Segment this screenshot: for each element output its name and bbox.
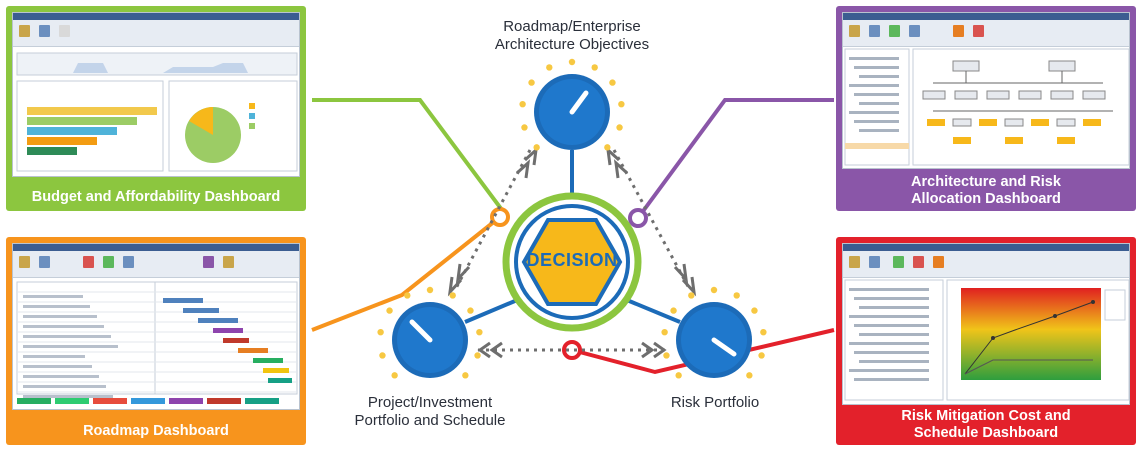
spoke-left bbox=[464, 296, 523, 324]
knob-tick-dot bbox=[688, 292, 695, 299]
knob-tick-dot bbox=[661, 328, 668, 336]
architecture-dashboard-panel[interactable]: Architecture and Risk Allocation Dashboa… bbox=[836, 6, 1136, 211]
budget-dashboard-screenshot bbox=[12, 12, 300, 177]
decision-label: DECISION bbox=[526, 250, 618, 270]
knob-tick-dot bbox=[528, 79, 535, 86]
knob-left bbox=[392, 302, 468, 378]
knob-tick-dot bbox=[746, 372, 753, 379]
knob-tick-dot bbox=[591, 64, 598, 71]
connector-dot-risk bbox=[562, 340, 582, 360]
connector-architecture bbox=[636, 98, 834, 220]
knob-tick-dot bbox=[604, 144, 611, 151]
knob-tick-dot bbox=[379, 352, 386, 359]
risk-dashboard-screenshot bbox=[842, 243, 1130, 405]
knob-tick-dot bbox=[568, 58, 576, 66]
connector-dot-roadmap bbox=[490, 207, 510, 227]
knob-tick-dot bbox=[391, 372, 398, 379]
knob-tick-dot bbox=[476, 328, 483, 336]
connector-roadmap bbox=[311, 215, 502, 332]
knob-tick-dot bbox=[386, 307, 393, 314]
knob-tick-dot bbox=[675, 372, 682, 379]
knob-tick-dot bbox=[609, 79, 616, 86]
knob-tick-dot bbox=[758, 352, 765, 359]
knob-tick-dot bbox=[449, 292, 456, 299]
knob-tick-dot bbox=[618, 100, 625, 108]
roadmap-dashboard-screenshot bbox=[12, 243, 300, 410]
risk-dashboard-panel[interactable]: Risk Mitigation Cost and Schedule Dashbo… bbox=[836, 237, 1136, 445]
knob-top bbox=[534, 74, 610, 150]
knob-tick-dot bbox=[377, 328, 384, 336]
knob-tick-dot bbox=[733, 292, 740, 299]
knob-tick-dot bbox=[474, 352, 481, 359]
knob-tick-dot bbox=[751, 307, 758, 314]
budget-dashboard-panel[interactable]: Budget and Affordability Dashboard bbox=[6, 6, 306, 211]
knob-tick-dot bbox=[467, 307, 474, 314]
connector-dot-architecture bbox=[628, 208, 648, 228]
knob-tick-dot bbox=[404, 292, 411, 299]
roadmap-dashboard-caption: Roadmap Dashboard bbox=[83, 423, 229, 439]
knob-tick-dot bbox=[663, 352, 670, 359]
architecture-dashboard-screenshot bbox=[842, 12, 1130, 169]
knob-tick-dots bbox=[377, 58, 767, 379]
knob-tick-dot bbox=[760, 328, 767, 336]
knob-tick-dot bbox=[462, 372, 469, 379]
connector-risk bbox=[571, 328, 835, 375]
risk-dashboard-caption: Risk Mitigation Cost and Schedule Dashbo… bbox=[901, 408, 1071, 441]
knob-tick-dot bbox=[616, 124, 623, 131]
right-node-label: Risk Portfolio bbox=[670, 394, 760, 411]
spoke-right bbox=[621, 296, 681, 324]
connector-budget bbox=[312, 98, 510, 220]
knob-tick-dot bbox=[670, 307, 677, 314]
left-node-label: Project/Investment Portfolio and Schedul… bbox=[354, 394, 506, 429]
knob-tick-dot bbox=[521, 124, 528, 131]
arrow-bottom bbox=[477, 341, 667, 359]
knob-right bbox=[676, 302, 752, 378]
architecture-dashboard-caption: Architecture and Risk Allocation Dashboa… bbox=[911, 174, 1061, 207]
roadmap-dashboard-panel[interactable]: Roadmap Dashboard bbox=[6, 237, 306, 445]
knob-tick-dot bbox=[426, 286, 434, 294]
knob-tick-dot bbox=[710, 286, 718, 294]
knob-tick-dot bbox=[519, 100, 526, 108]
knob-tick-dot bbox=[533, 144, 540, 151]
decision-hexagon bbox=[521, 218, 623, 306]
budget-dashboard-caption: Budget and Affordability Dashboard bbox=[31, 189, 281, 205]
knob-tick-dot bbox=[546, 64, 553, 71]
top-node-label: Roadmap/Enterprise Architecture Objectiv… bbox=[494, 18, 650, 53]
